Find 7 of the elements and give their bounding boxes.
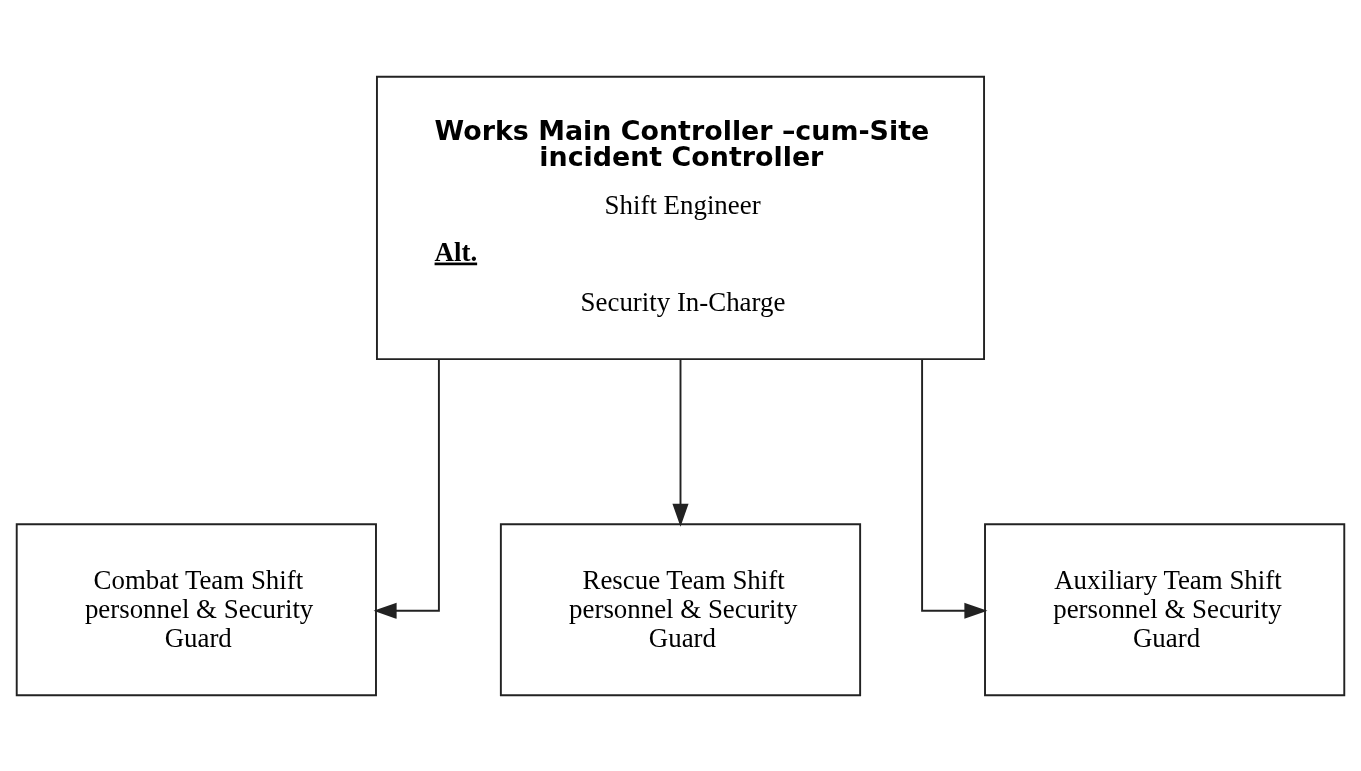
arrow	[672, 357, 689, 527]
arrow	[373, 357, 440, 619]
node-box: Works Main Controller –cum-Site incident Controller Shift Engineer Alt. Security In-Charge	[376, 75, 985, 360]
node-box: Rescue Team Shift personnel & Security Guard	[499, 522, 862, 696]
node-box: Auxiliary Team Shift personnel & Security Guard	[984, 522, 1346, 696]
arrow	[921, 357, 988, 619]
node-box: Combat Team Shift personnel & Security Guard	[15, 522, 377, 696]
